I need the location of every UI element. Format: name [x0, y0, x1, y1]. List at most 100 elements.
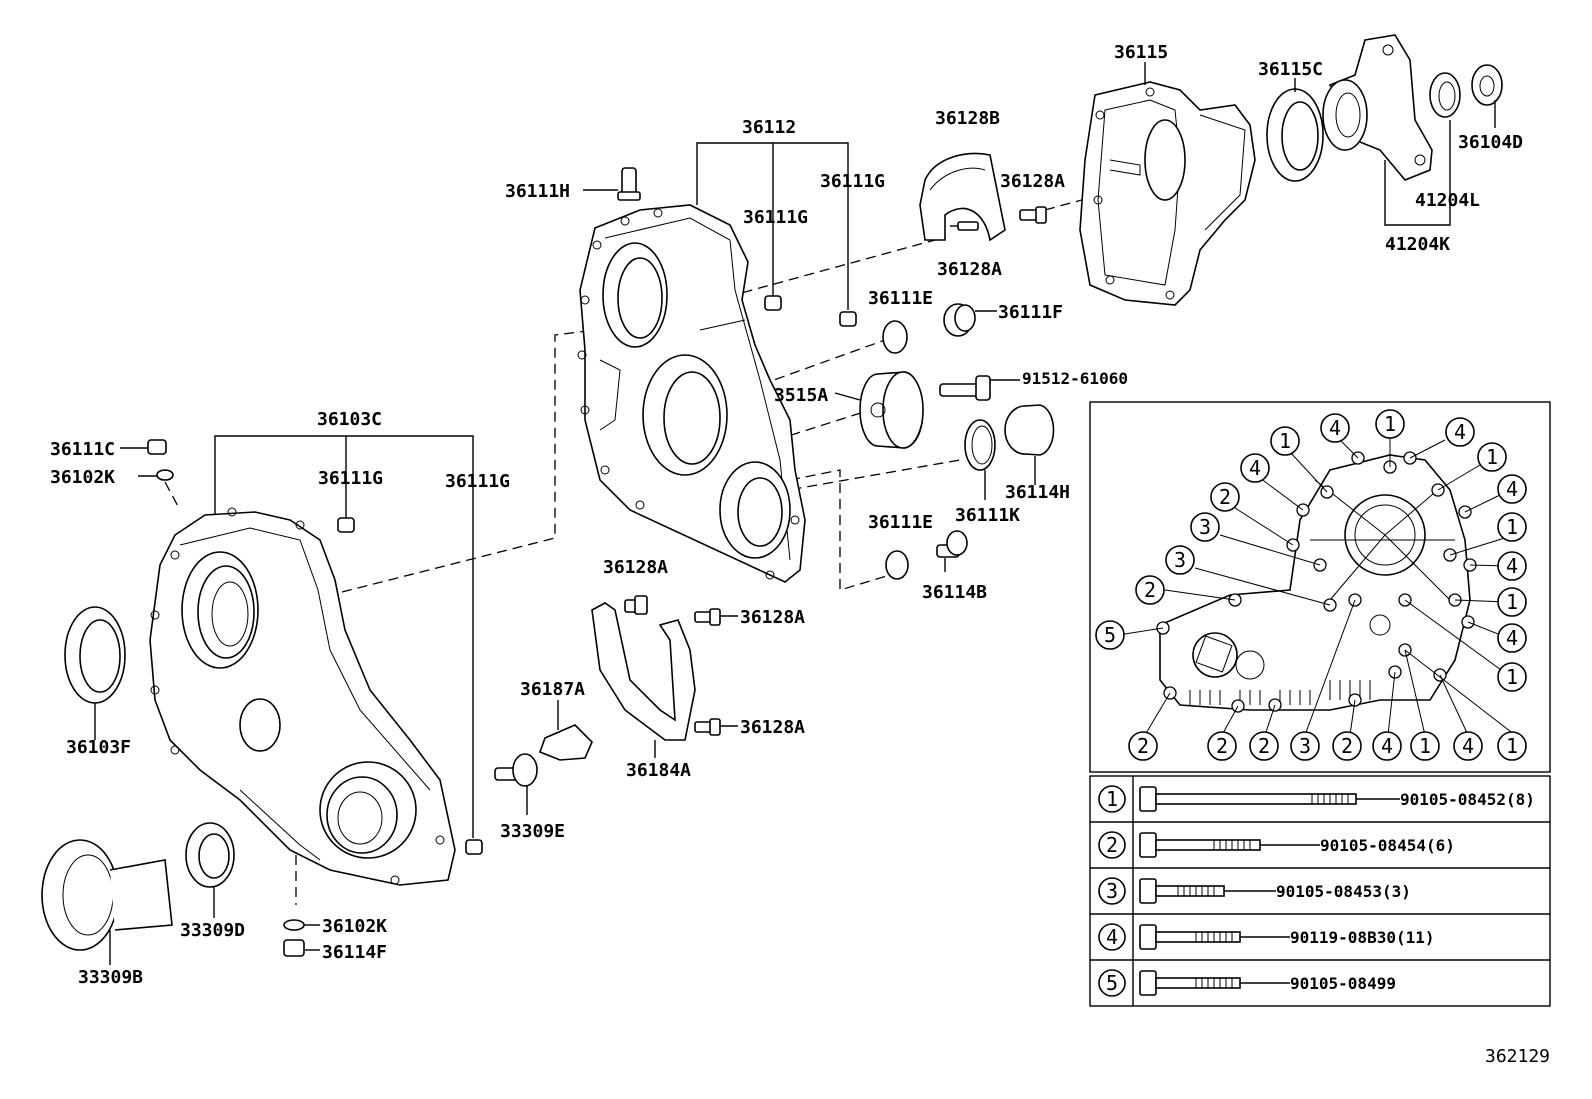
- svg-text:4: 4: [1506, 554, 1518, 578]
- svg-text:4: 4: [1506, 477, 1518, 501]
- label-36112: 36112: [742, 117, 796, 138]
- bolt-num: 1: [1106, 787, 1118, 811]
- label-36111K: 36111K: [955, 505, 1020, 526]
- svg-text:1: 1: [1279, 429, 1291, 453]
- svg-text:4: 4: [1329, 416, 1341, 440]
- label-36111E: 36111E: [868, 512, 933, 533]
- label-91512-61060: 91512-61060: [1022, 369, 1128, 388]
- dowel-pin: [839, 311, 857, 327]
- bolt-num: 4: [1106, 925, 1118, 949]
- plug-36114F: [283, 919, 320, 957]
- label-36111C: 36111C: [50, 439, 115, 460]
- bolt-part-number: 90105-08452(8): [1400, 790, 1535, 809]
- svg-text:1: 1: [1419, 734, 1431, 758]
- bolt-36128A-top: [1019, 206, 1047, 224]
- cap-36114H: [1004, 404, 1055, 485]
- label-36104D: 36104D: [1458, 132, 1523, 153]
- label-36111G: 36111G: [743, 207, 808, 228]
- label-36111G: 36111G: [820, 171, 885, 192]
- seal-33309D: [185, 822, 235, 918]
- label-36128A: 36128A: [937, 259, 1002, 280]
- label-36114H: 36114H: [1005, 482, 1070, 503]
- seal-36103F: [64, 606, 126, 740]
- label-3515A: 3515A: [774, 385, 828, 406]
- svg-text:1: 1: [1506, 590, 1518, 614]
- plate-36184A: [591, 602, 696, 758]
- svg-text:1: 1: [1486, 445, 1498, 469]
- svg-text:4: 4: [1462, 734, 1474, 758]
- bolt-part-number: 90105-08453(3): [1276, 882, 1411, 901]
- bolt-callouts: 1 4 1 4 1 4 2 4 1 3 4 1 3 2 4 1 5 1 4 1 …: [1095, 409, 1527, 761]
- leader-36112: [696, 142, 849, 310]
- label-36128A: 36128A: [740, 717, 805, 738]
- label-36102K: 36102K: [50, 467, 115, 488]
- shield-36128B: [919, 152, 1006, 242]
- label-36115: 36115: [1114, 42, 1168, 63]
- label-33309E: 33309E: [500, 821, 565, 842]
- plug-36111F: [943, 303, 997, 337]
- svg-text:2: 2: [1144, 578, 1156, 602]
- label-36111F: 36111F: [998, 302, 1063, 323]
- label-36187A: 36187A: [520, 679, 585, 700]
- svg-text:2: 2: [1137, 734, 1149, 758]
- bolt-36128A-mid-r: [694, 608, 738, 626]
- breather-plug: [583, 167, 641, 201]
- svg-text:2: 2: [1216, 734, 1228, 758]
- bolt-row-3: 3 90105-08453(3): [1098, 877, 1411, 905]
- label-36111G: 36111G: [445, 471, 510, 492]
- oil-seal-36115C: [1266, 78, 1324, 182]
- dowel-pin: [764, 295, 782, 311]
- bolt-row-2: 2 90105-08454(6): [1098, 831, 1455, 859]
- dowel-pin-front-2: [465, 839, 483, 855]
- bolt-row-4: 4 90119-08B30(11): [1098, 923, 1435, 951]
- bolt-36128A-low-r: [694, 718, 738, 736]
- label-36111G: 36111G: [318, 468, 383, 489]
- leader-41204: [1384, 120, 1451, 226]
- seal-41204L: [1429, 72, 1461, 118]
- svg-text:2: 2: [1219, 485, 1231, 509]
- bolt-num: 5: [1106, 971, 1118, 995]
- figure-id: 362129: [1485, 1046, 1550, 1067]
- label-36103F: 36103F: [66, 737, 131, 758]
- svg-text:4: 4: [1454, 420, 1466, 444]
- snap-ring-36111K: [964, 419, 996, 500]
- label-36128B: 36128B: [935, 108, 1000, 129]
- label-36111E: 36111E: [868, 288, 933, 309]
- bolt-row-1: 1 90105-08452(8): [1098, 785, 1535, 813]
- label-36114F: 36114F: [322, 942, 387, 963]
- label-33309B: 33309B: [78, 967, 143, 988]
- plug-36114B: [936, 530, 968, 572]
- part-labels: 36112 36111H 36111G 36111G 36128B 36128A…: [50, 42, 1523, 988]
- bolt-row-5: 5 90105-08499: [1098, 969, 1396, 997]
- flange-33309B: [41, 839, 173, 965]
- svg-text:1: 1: [1506, 734, 1518, 758]
- bolt-36128A-mid: [624, 595, 648, 615]
- svg-text:4: 4: [1249, 456, 1261, 480]
- leader-36103C: [214, 435, 474, 838]
- bolt-num: 3: [1106, 879, 1118, 903]
- bolt-part-number: 90119-08B30(11): [1290, 928, 1435, 947]
- label-36111H: 36111H: [505, 181, 570, 202]
- svg-text:1: 1: [1384, 412, 1396, 436]
- nut-36104D: [1471, 64, 1503, 128]
- svg-text:3: 3: [1199, 515, 1211, 539]
- dowel-pin-front: [337, 517, 355, 533]
- o-ring-36111E: [882, 320, 908, 354]
- bolt-map-inset: 1 4 1 4 1 4 2 4 1 3 4 1 3 2 4 1 5 1 4 1 …: [1089, 401, 1551, 773]
- bolt-num: 2: [1106, 833, 1118, 857]
- bracket-36187A: [538, 700, 593, 761]
- label-36184A: 36184A: [626, 760, 691, 781]
- svg-text:1: 1: [1506, 665, 1518, 689]
- sensor-33309E: [494, 753, 538, 815]
- svg-text:4: 4: [1381, 734, 1393, 758]
- plug-36111C: [120, 439, 174, 481]
- label-36128A: 36128A: [603, 557, 668, 578]
- label-36103C: 36103C: [317, 409, 382, 430]
- label-36115C: 36115C: [1258, 59, 1323, 80]
- label-36114B: 36114B: [922, 582, 987, 603]
- label-36128A: 36128A: [1000, 171, 1065, 192]
- svg-text:3: 3: [1299, 734, 1311, 758]
- bolt-part-number: 90105-08454(6): [1320, 836, 1455, 855]
- o-ring-36111E-lower: [885, 550, 909, 580]
